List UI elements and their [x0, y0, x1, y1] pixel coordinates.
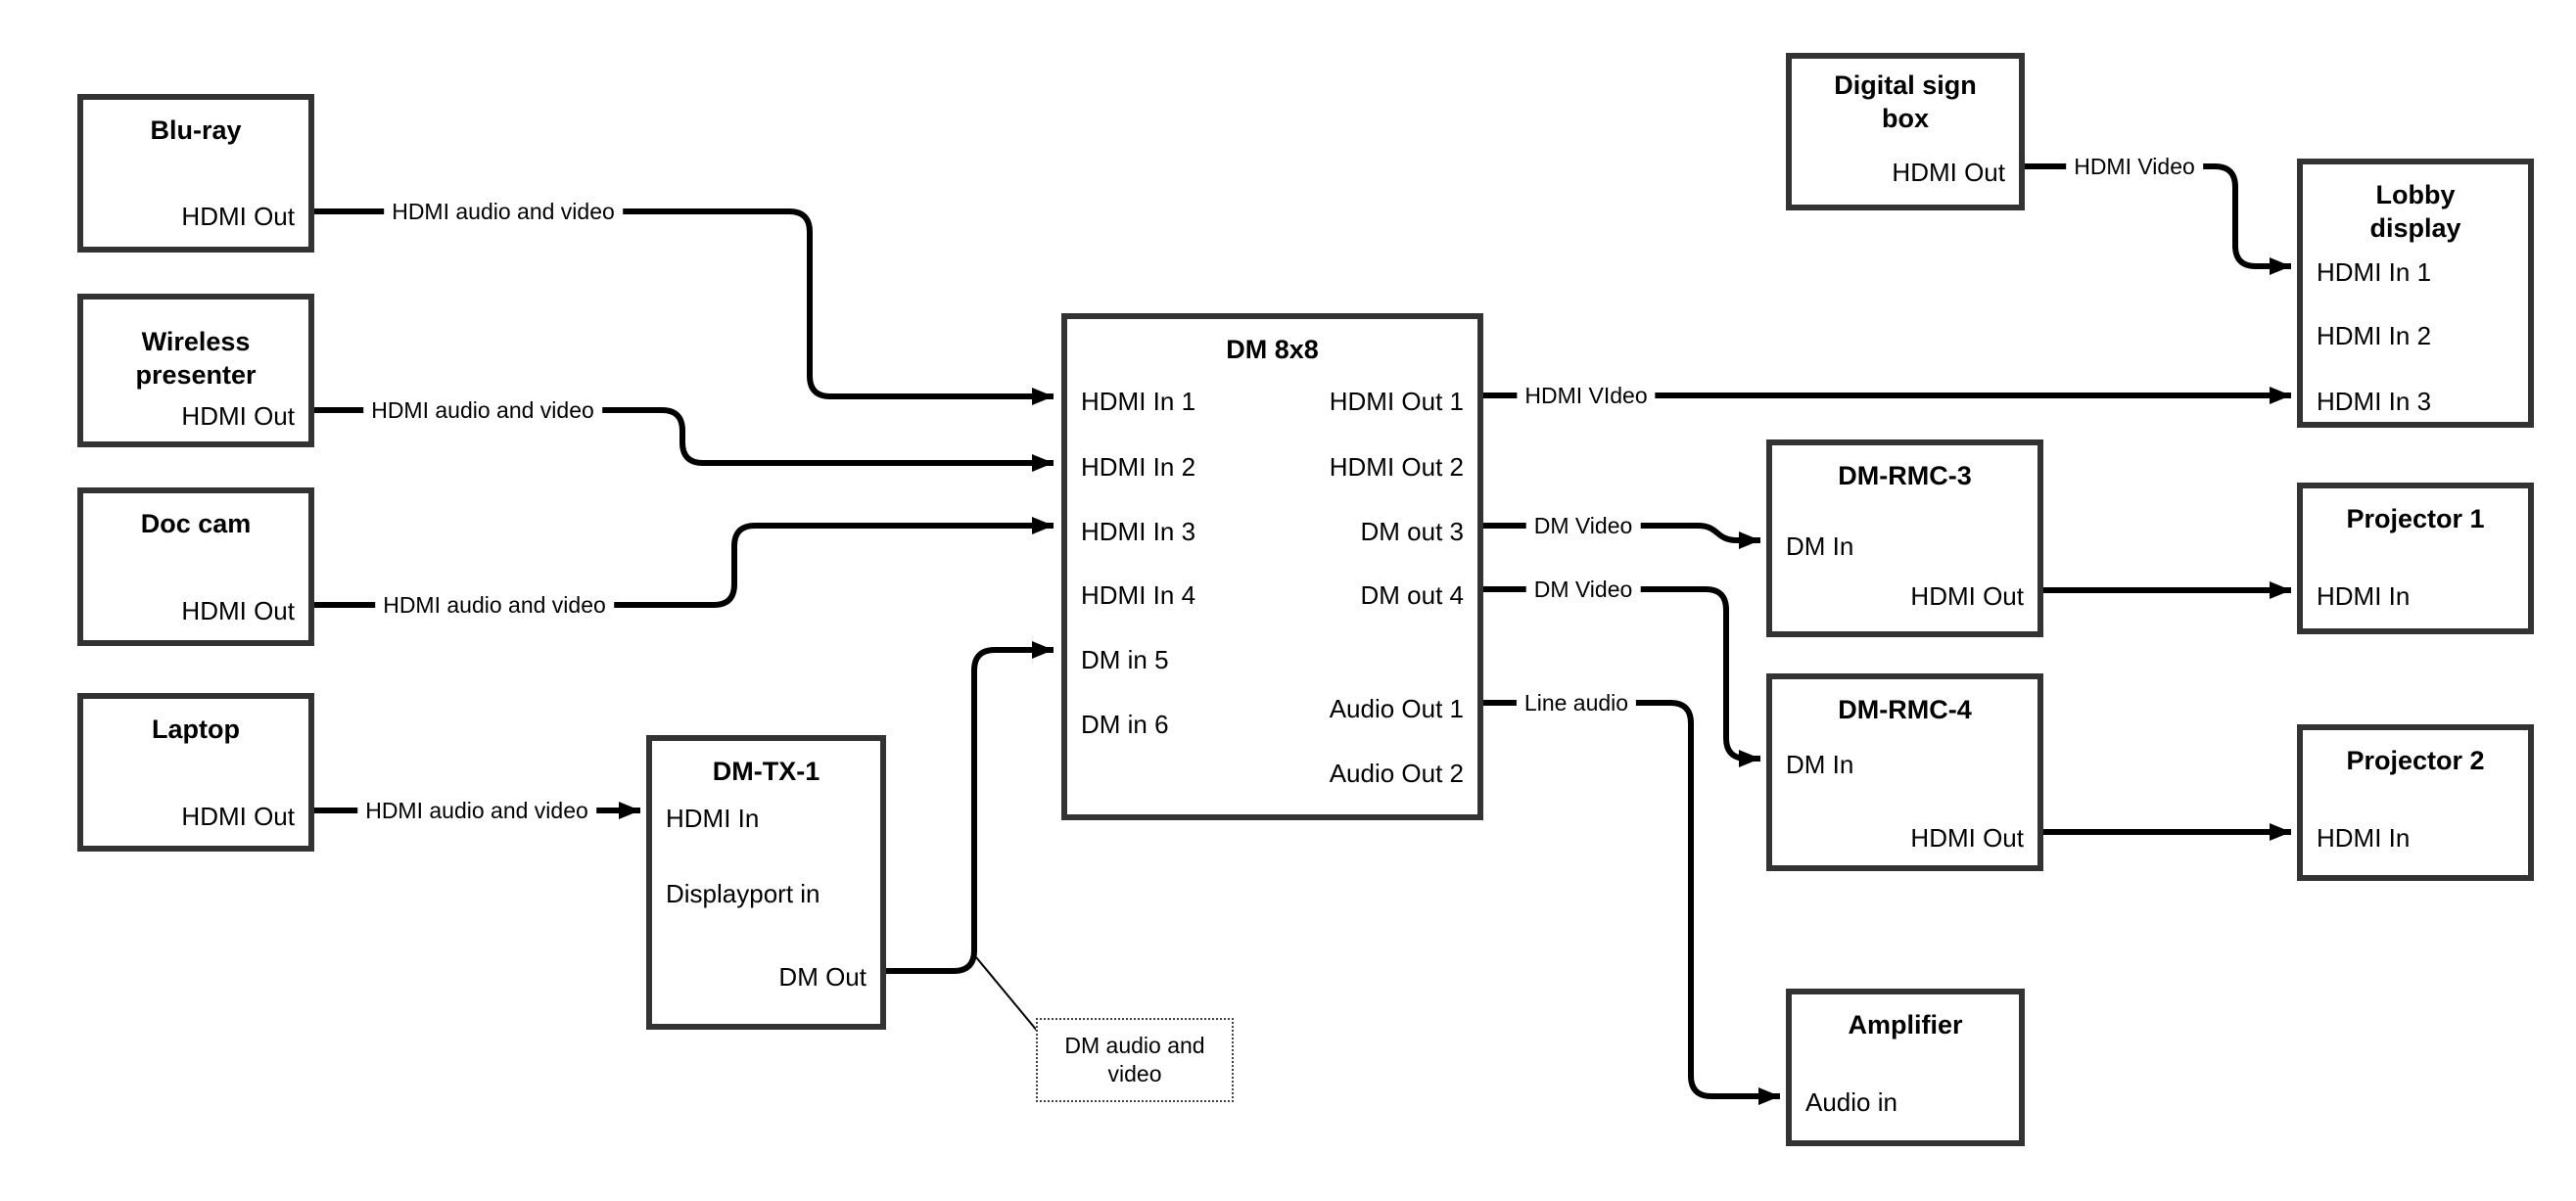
wire-label-bluray: HDMI audio and video — [384, 197, 623, 226]
port-dm8x8-audio-out-2: Audio Out 2 — [1329, 759, 1464, 788]
node-title: DM 8x8 — [1226, 335, 1319, 364]
node-doc-cam: Doc cam HDMI Out — [77, 487, 314, 646]
node-dm-rmc-4: DM-RMC-4 DM In HDMI Out — [1766, 673, 2043, 871]
note-dm-audio-video: DM audio and video — [1036, 1018, 1234, 1102]
port-amplifier-audio-in: Audio in — [1805, 1087, 1897, 1117]
port-projector1-hdmi-in: HDMI In — [2317, 581, 2411, 611]
node-dm-tx-1: DM-TX-1 HDMI In Displayport in DM Out — [646, 735, 886, 1030]
node-title: Wireless presenter — [135, 327, 257, 390]
port-lobby-hdmi-in-1: HDMI In 1 — [2317, 257, 2432, 287]
node-lobby-display: Lobby display HDMI In 1 HDMI In 2 HDMI I… — [2297, 159, 2534, 428]
node-digital-sign-box: Digital sign box HDMI Out — [1786, 53, 2025, 210]
port-bluray-hdmi-out: HDMI Out — [181, 202, 295, 231]
wire-label-dm-out-3: DM Video — [1525, 511, 1641, 540]
wire-label-digital-sign: HDMI Video — [2066, 152, 2203, 181]
wire-dm8x8-dm-out-3-to-dmrmc3 — [1483, 523, 1760, 549]
node-wireless-presenter: Wireless presenter HDMI Out — [77, 294, 314, 447]
node-projector-2: Projector 2 HDMI In — [2297, 724, 2534, 881]
note-leader-line — [975, 956, 1039, 1033]
wire-label-dm-out-4: DM Video — [1525, 575, 1641, 604]
wire-wireless-to-dm8x8-hdmi-in-2 — [314, 407, 1054, 472]
wire-bluray-to-dm8x8-hdmi-in-1 — [314, 208, 1054, 405]
port-lobby-hdmi-in-3: HDMI In 3 — [2317, 387, 2432, 416]
port-dmtx1-displayport-in: Displayport in — [666, 879, 820, 908]
port-wireless-hdmi-out: HDMI Out — [181, 401, 295, 431]
port-dmrmc3-dm-in: DM In — [1786, 531, 1854, 561]
port-dm8x8-dm-out-3: DM out 3 — [1360, 517, 1465, 546]
port-dmrmc4-dm-in: DM In — [1786, 750, 1854, 779]
port-dmtx1-dm-out: DM Out — [778, 962, 866, 992]
port-dm8x8-dm-out-4: DM out 4 — [1360, 580, 1465, 610]
node-title: Projector 1 — [2346, 504, 2485, 533]
port-dm8x8-hdmi-in-2: HDMI In 2 — [1081, 452, 1196, 482]
port-lobby-hdmi-in-2: HDMI In 2 — [2317, 321, 2432, 350]
port-digital-sign-hdmi-out: HDMI Out — [1892, 158, 2005, 187]
note-text: DM audio and video — [1064, 1033, 1205, 1086]
wire-digital-sign-to-lobby-hdmi-in-1 — [2025, 163, 2291, 275]
wire-dm8x8-audio-out-1-to-amplifier — [1483, 700, 1780, 1105]
port-dm8x8-dm-in-6: DM in 6 — [1081, 710, 1169, 739]
node-title: Digital sign box — [1834, 70, 1977, 133]
wire-label-wireless: HDMI audio and video — [363, 395, 602, 425]
port-dm8x8-hdmi-out-1: HDMI Out 1 — [1329, 387, 1464, 416]
wire-dmtx1-to-dm8x8-dm-in-5 — [886, 641, 1054, 974]
port-dm8x8-dm-in-5: DM in 5 — [1081, 645, 1169, 674]
node-title: Laptop — [152, 715, 240, 744]
node-title: DM-TX-1 — [712, 757, 820, 786]
port-laptop-hdmi-out: HDMI Out — [181, 802, 295, 831]
port-projector2-hdmi-in: HDMI In — [2317, 823, 2411, 853]
wire-label-hdmi-out-1: HDMI VIdeo — [1517, 381, 1656, 410]
port-dmrmc4-hdmi-out: HDMI Out — [1910, 823, 2024, 853]
node-title: Doc cam — [140, 509, 252, 538]
port-doccam-hdmi-out: HDMI Out — [181, 596, 295, 625]
port-dm8x8-hdmi-in-4: HDMI In 4 — [1081, 580, 1196, 610]
node-laptop: Laptop HDMI Out — [77, 693, 314, 852]
port-dm8x8-hdmi-out-2: HDMI Out 2 — [1329, 452, 1464, 482]
node-dm-8x8: DM 8x8 HDMI In 1 HDMI In 2 HDMI In 3 HDM… — [1061, 313, 1483, 820]
port-dmrmc3-hdmi-out: HDMI Out — [1910, 581, 2024, 611]
node-title: Blu-ray — [150, 115, 242, 145]
node-title: Amplifier — [1848, 1010, 1963, 1039]
wire-label-doccam: HDMI audio and video — [375, 590, 614, 620]
node-dm-rmc-3: DM-RMC-3 DM In HDMI Out — [1766, 439, 2043, 637]
port-dm8x8-hdmi-in-1: HDMI In 1 — [1081, 387, 1196, 416]
node-projector-1: Projector 1 HDMI In — [2297, 483, 2534, 634]
node-title: DM-RMC-3 — [1838, 461, 1972, 490]
wire-dm8x8-dm-out-4-to-dmrmc4 — [1483, 586, 1760, 767]
node-title: DM-RMC-4 — [1838, 695, 1972, 724]
node-bluray: Blu-ray HDMI Out — [77, 94, 314, 253]
wire-label-audio-out-1: Line audio — [1516, 688, 1637, 717]
wire-doccam-to-dm8x8-hdmi-in-3 — [314, 517, 1054, 608]
port-dmtx1-hdmi-in: HDMI In — [666, 804, 760, 833]
node-amplifier: Amplifier Audio in — [1786, 989, 2025, 1146]
node-title: Projector 2 — [2346, 746, 2485, 775]
node-title: Lobby display — [2369, 180, 2461, 243]
port-dm8x8-hdmi-in-3: HDMI In 3 — [1081, 517, 1196, 546]
wire-label-laptop: HDMI audio and video — [357, 796, 596, 825]
port-dm8x8-audio-out-1: Audio Out 1 — [1329, 694, 1464, 723]
